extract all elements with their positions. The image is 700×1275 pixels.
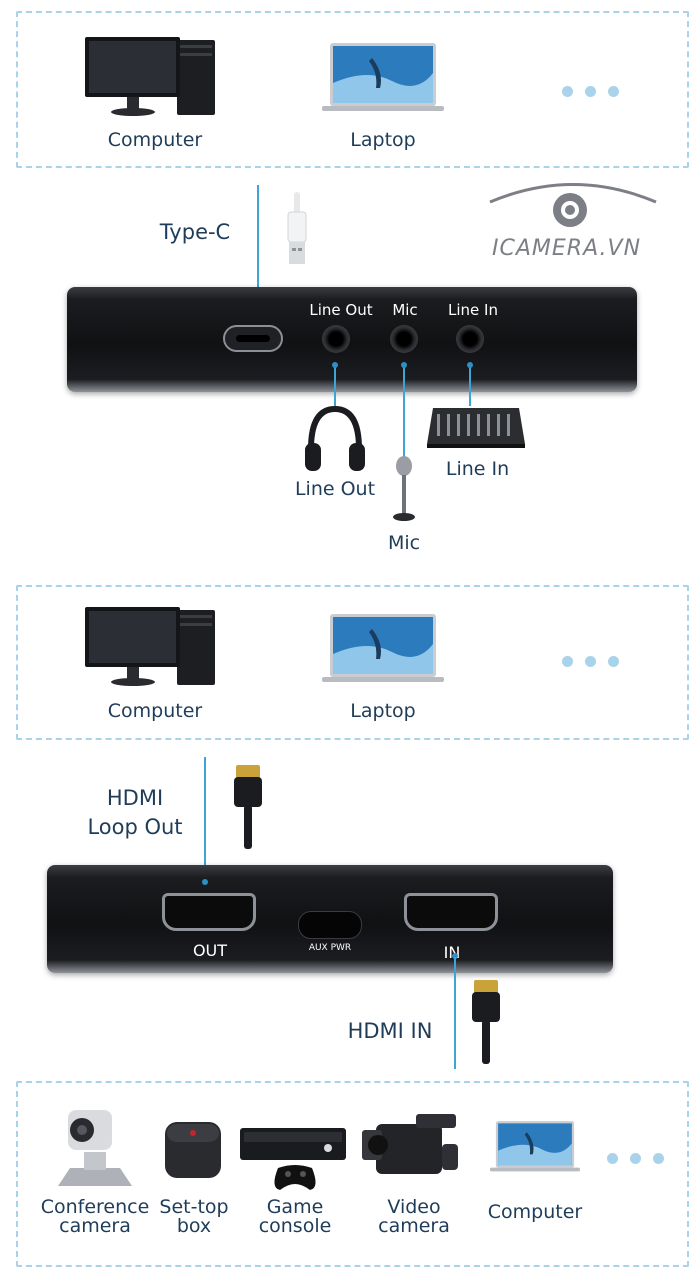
line-in-connection-line <box>469 366 471 406</box>
line-in-dot <box>467 362 473 368</box>
set-top-box-icon <box>165 1122 221 1178</box>
line-out-jack <box>322 325 350 353</box>
bottom-source-box <box>16 1081 689 1267</box>
type-c-label: Type-C <box>159 220 231 244</box>
aux-pwr-port <box>298 911 362 939</box>
type-c-port <box>223 325 283 352</box>
source-4-line1: Video <box>387 1196 441 1218</box>
type-c-port-inner <box>236 335 270 342</box>
desktop-computer-icon <box>85 607 215 686</box>
accessory-label-line-in: Line In <box>445 458 510 480</box>
desktop-computer-icon <box>85 37 215 116</box>
more-dots-icon <box>607 1153 664 1164</box>
accessory-label-line-out: Line Out <box>294 478 376 500</box>
hdmi-in-port <box>404 893 498 931</box>
more-dots-icon <box>562 86 619 97</box>
hdmi-in-label: HDMI IN <box>347 1019 433 1043</box>
hdmi-out-port <box>162 893 256 931</box>
capture-device-back-panel <box>67 287 637 392</box>
source-1-line2: camera <box>59 1215 131 1237</box>
source-3-line2: console <box>258 1215 332 1237</box>
line-out-connection-line <box>334 366 336 406</box>
mic-connection-line <box>403 366 405 460</box>
hdmi-out-label: OUT <box>192 941 228 960</box>
aux-pwr-label: AUX PWR <box>308 943 352 953</box>
line-out-dot <box>332 362 338 368</box>
audio-mixer-icon <box>427 408 525 448</box>
line-in-jack <box>456 325 484 353</box>
hdmi-cable-icon <box>472 980 500 1064</box>
port-label-line-out: Line Out <box>309 301 373 319</box>
hdmi-loop-label-line1: HDMI <box>106 786 164 810</box>
hdmi-in-port-label: IN <box>443 943 461 962</box>
video-camera-icon <box>362 1114 458 1174</box>
conference-camera-icon <box>58 1110 132 1186</box>
laptop-icon <box>490 1121 580 1172</box>
hdmi-cable-icon <box>234 765 262 849</box>
hdmi-loop-out-line <box>204 757 206 883</box>
hdmi-in-dot <box>452 953 458 959</box>
hdmi-loop-label-line2: Loop Out <box>87 815 183 839</box>
top-computer-label: Computer <box>107 129 203 151</box>
source-3-line1: Game <box>266 1196 324 1218</box>
microphone-icon <box>393 456 415 521</box>
mic-jack <box>390 325 418 353</box>
more-dots-icon <box>562 656 619 667</box>
game-console-icon <box>240 1128 346 1190</box>
top-laptop-label: Laptop <box>350 129 416 151</box>
usb-plug-icon <box>287 192 307 264</box>
middle-computer-label: Computer <box>107 700 203 722</box>
hdmi-in-line <box>454 957 456 1069</box>
source-2-line1: Set-top <box>159 1196 229 1218</box>
hdmi-loop-dot <box>202 879 208 885</box>
top-host-box <box>16 11 689 168</box>
source-4-line2: camera <box>378 1215 450 1237</box>
laptop-icon <box>322 614 444 682</box>
mic-dot <box>401 362 407 368</box>
source-1-line1: Conference <box>40 1196 150 1218</box>
laptop-icon <box>322 43 444 111</box>
middle-laptop-label: Laptop <box>350 700 416 722</box>
accessory-label-mic: Mic <box>387 532 421 554</box>
port-label-mic: Mic <box>392 301 418 319</box>
watermark-text: ICAMERA.VN <box>492 236 642 261</box>
middle-host-box <box>16 585 689 740</box>
headphones-icon <box>305 405 365 471</box>
icamera-logo <box>489 183 657 227</box>
source-2-line2: box <box>176 1215 212 1237</box>
type-c-connection-line <box>257 185 259 315</box>
source-5-line1: Computer <box>487 1201 583 1223</box>
port-label-line-in: Line In <box>448 301 498 319</box>
